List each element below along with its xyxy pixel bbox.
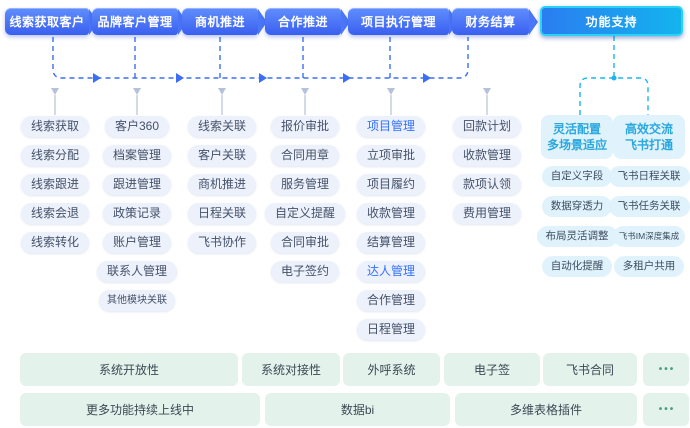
feature-pill: 联系人管理 [96, 261, 177, 282]
capability-box: 系统对接性 [242, 353, 340, 386]
feature-pill: 线索跟进 [20, 174, 89, 195]
feature-pill: 收款管理 [452, 145, 521, 166]
feature-column-3: 线索关联客户关联商机推进日程关联飞书协作 [182, 116, 262, 253]
more-ellipsis: ••• [643, 353, 689, 386]
feature-pill: 合作管理 [356, 290, 425, 311]
feature-column-4: 报价审批合同用章服务管理自定义提醒合同审批电子签约 [260, 116, 350, 282]
flow-step-label: 线索获取客户 [9, 15, 85, 29]
support-group-title: 灵活配置多场景适应 [541, 115, 613, 159]
support-bracket [579, 36, 649, 115]
capability-box: 更多功能持续上线中 [20, 393, 260, 426]
feature-pill: 商机推进 [187, 174, 256, 195]
support-pill: 飞书IM深度集成 [612, 226, 686, 247]
support-junction-dot [611, 75, 617, 81]
more-ellipsis: ••• [643, 393, 689, 426]
feature-column-5: 项目管理立项审批项目履约收款管理结算管理达人管理合作管理日程管理 [351, 116, 431, 340]
support-pill: 飞书任务关联 [608, 196, 690, 217]
support-pill: 布局灵活调整 [536, 226, 618, 247]
feature-pill: 日程关联 [187, 203, 256, 224]
feature-pill: 项目履约 [356, 174, 425, 195]
capability-box: 数据bi [265, 393, 450, 426]
flow-step-label: 商机推进 [194, 15, 245, 29]
support-group-2: 高效交流飞书打通飞书日程关联飞书任务关联飞书IM深度集成多租户共用 [608, 115, 690, 277]
feature-pill: 费用管理 [452, 203, 521, 224]
flow-step-1: 线索获取客户 [5, 8, 89, 35]
feature-column-1: 线索获取线索分配线索跟进线索会退线索转化 [15, 116, 95, 253]
flow-step-5: 项目执行管理 [348, 8, 449, 35]
support-group-items: 自定义字段数据穿透力布局灵活调整自动化提醒 [536, 166, 618, 277]
support-group-1: 灵活配置多场景适应自定义字段数据穿透力布局灵活调整自动化提醒 [536, 115, 618, 277]
feature-pill: 线索关联 [187, 116, 256, 137]
support-group-title-line: 高效交流 [624, 121, 673, 136]
flow-step-label: 财务结算 [465, 15, 516, 29]
feature-column-6: 回款计划收款管理款项认领费用管理 [442, 116, 532, 224]
feature-pill: 服务管理 [270, 174, 339, 195]
feature-pill: 跟进管理 [102, 174, 171, 195]
support-group-title-line: 飞书打通 [624, 138, 673, 152]
flow-step-label: 项目执行管理 [360, 15, 436, 29]
support-group-items: 飞书日程关联飞书任务关联飞书IM深度集成多租户共用 [608, 166, 690, 277]
feature-pill: 账户管理 [102, 232, 171, 253]
feature-pill: 飞书协作 [187, 232, 256, 253]
column-drop-arrowheads [51, 88, 491, 95]
capability-box: 飞书合同 [543, 353, 637, 386]
feature-pill: 款项认领 [452, 174, 521, 195]
flow-step-3: 商机推进 [182, 8, 258, 35]
feature-pill: 收款管理 [356, 203, 425, 224]
feature-pill: 达人管理 [356, 261, 425, 282]
feature-pill: 线索分配 [20, 145, 89, 166]
feature-pill: 日程管理 [356, 319, 425, 340]
feature-pill: 客户360 [104, 116, 170, 137]
feature-pill: 自定义提醒 [264, 203, 345, 224]
capability-box: 电子签 [444, 353, 540, 386]
column-drop-lines [54, 95, 488, 115]
support-pill: 多租户共用 [613, 256, 685, 277]
feature-pill: 报价审批 [270, 116, 339, 137]
flow-step-label: 合作推进 [277, 15, 328, 29]
support-button: 功能支持 [540, 6, 683, 36]
flow-step-2: 品牌客户管理 [92, 8, 178, 35]
feature-pill: 档案管理 [102, 145, 171, 166]
feature-pill: 电子签约 [270, 261, 339, 282]
support-button-label: 功能支持 [585, 14, 638, 29]
flow-step-6: 财务结算 [452, 8, 529, 35]
feature-pill: 客户关联 [187, 145, 256, 166]
support-pill: 数据穿透力 [541, 196, 613, 217]
support-group-title: 高效交流飞书打通 [613, 115, 685, 159]
flow-step-4: 合作推进 [265, 8, 341, 35]
capability-box: 系统开放性 [20, 353, 238, 386]
feature-column-2: 客户360 档案管理跟进管理政策记录账户管理联系人管理其他模块关联 [92, 116, 182, 311]
feature-pill: 线索会退 [20, 203, 89, 224]
feature-pill: 其他模块关联 [99, 290, 175, 311]
feature-pill: 立项审批 [356, 145, 425, 166]
feature-pill: 政策记录 [102, 203, 171, 224]
flow-bracket [52, 37, 469, 79]
feature-pill: 线索获取 [20, 116, 89, 137]
support-pill: 自动化提醒 [541, 256, 613, 277]
support-group-title-line: 多场景适应 [546, 138, 607, 152]
feature-pill: 结算管理 [356, 232, 425, 253]
feature-pill: 回款计划 [452, 116, 521, 137]
capability-box: 外呼系统 [343, 353, 440, 386]
support-group-title-line: 灵活配置 [552, 121, 601, 136]
feature-pill: 合同用章 [270, 145, 339, 166]
flow-step-label: 品牌客户管理 [97, 15, 173, 29]
feature-pill: 合同审批 [270, 232, 339, 253]
support-pill: 飞书日程关联 [608, 166, 690, 187]
feature-pill: 项目管理 [356, 116, 425, 137]
feature-pill: 线索转化 [20, 232, 89, 253]
support-pill: 自定义字段 [541, 166, 613, 187]
flow-arrowheads [93, 73, 431, 83]
capability-box: 多维表格插件 [455, 393, 637, 426]
